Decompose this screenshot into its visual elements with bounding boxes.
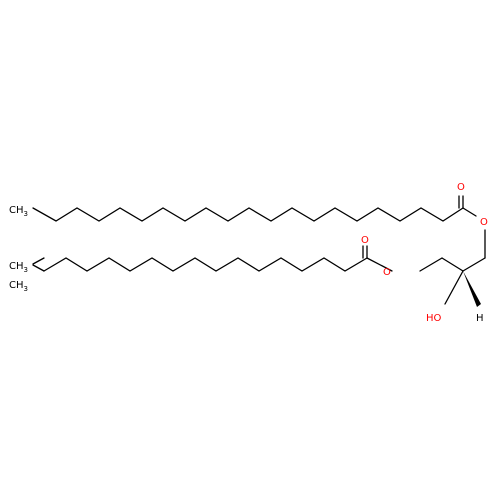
ch3-top-label: CH3 (9, 205, 28, 218)
top-acyl-chain (32, 195, 486, 259)
ester-o-top-label: O (480, 217, 488, 228)
ester-o-bottom-label: O (383, 267, 391, 278)
ch3-branch-b-label: CH3 (9, 280, 28, 293)
carbonyl-o-top-label: O (457, 182, 465, 193)
top-chain-bonds (32, 207, 464, 222)
ch3-branch-a-label: CH3 (9, 261, 28, 274)
glycerol-backbone (419, 257, 486, 307)
hydroxyl-label: HO (426, 313, 442, 324)
ch-oh-bond (444, 270, 464, 305)
ch2-ester-o-bond (419, 257, 443, 272)
ester-o-carbonyl-bond (366, 257, 393, 272)
stereo-wedge (463, 271, 481, 307)
branch-methyl-b-bond (32, 257, 45, 265)
ch2-ch-bond (462, 257, 486, 272)
ch-ch2-bond (441, 257, 464, 272)
branch-methyl-a-bond (32, 264, 45, 272)
bottom-chain-bonds (43, 257, 368, 272)
carbonyl-o-bottom-label: O (361, 235, 369, 246)
top-ester-bond (462, 207, 477, 217)
atom-labels: CH3 CH3 CH3 O O O O HO H (9, 182, 488, 324)
bottom-acyl-chain (32, 245, 393, 272)
stereo-h-label: H (476, 313, 484, 324)
